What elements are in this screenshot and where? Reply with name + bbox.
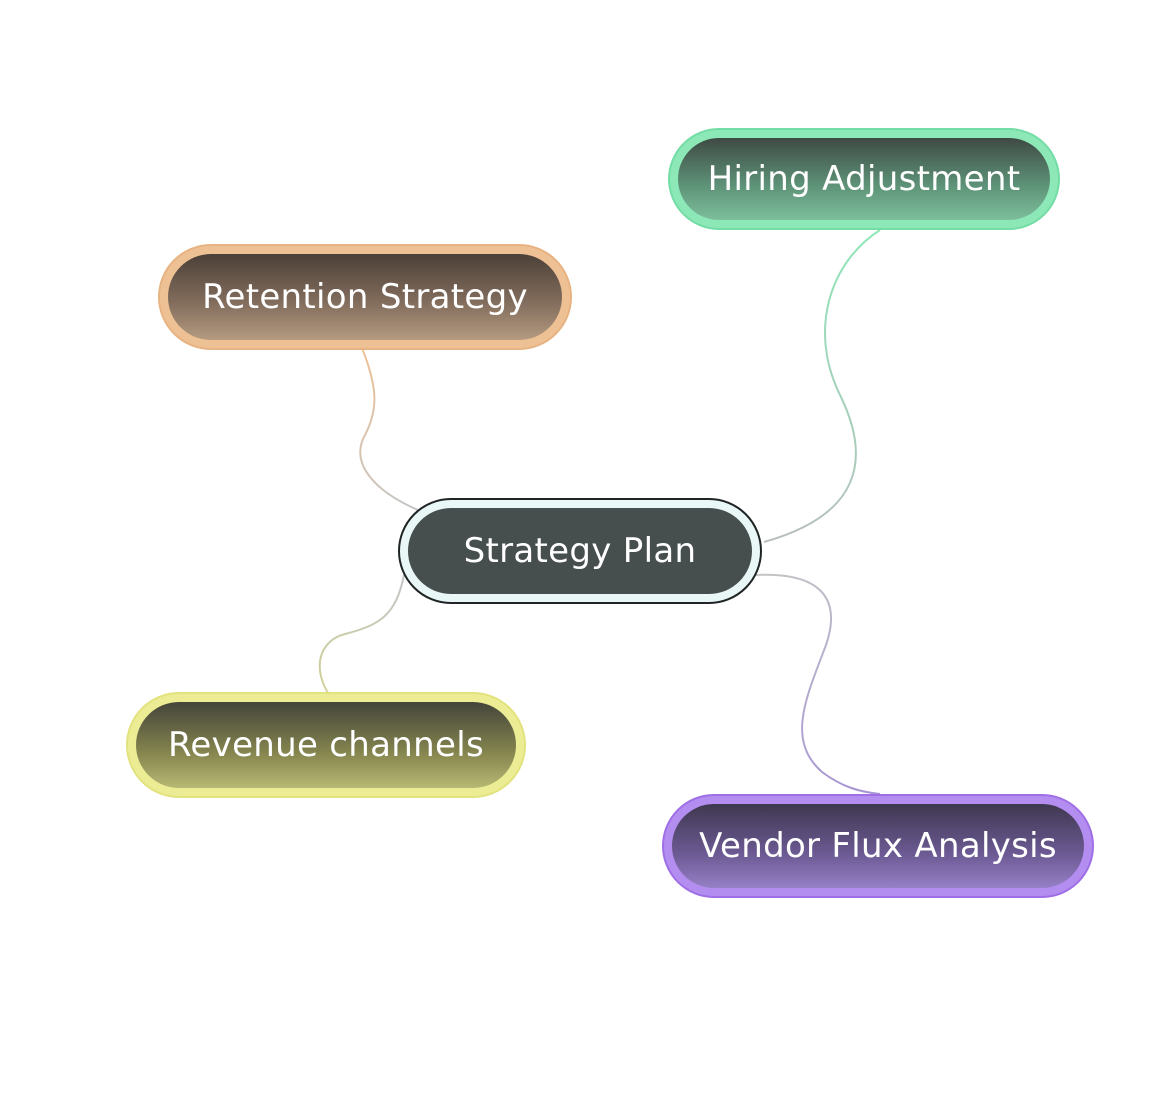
connector-retention bbox=[359, 347, 419, 511]
connector-hiring bbox=[763, 229, 881, 543]
branch-node-label: Hiring Adjustment bbox=[678, 138, 1050, 220]
connector-vendor bbox=[755, 573, 881, 795]
branch-node-hiring-adjustment[interactable]: Hiring Adjustment bbox=[668, 128, 1060, 230]
connector-revenue bbox=[318, 574, 405, 697]
branch-node-revenue-channels[interactable]: Revenue channels bbox=[126, 692, 526, 798]
branch-node-label: Revenue channels bbox=[136, 702, 516, 788]
central-node-label: Strategy Plan bbox=[408, 508, 752, 594]
branch-node-label: Retention Strategy bbox=[168, 254, 562, 340]
branch-node-label: Vendor Flux Analysis bbox=[672, 804, 1084, 888]
branch-node-vendor-flux-analysis[interactable]: Vendor Flux Analysis bbox=[662, 794, 1094, 898]
branch-node-retention-strategy[interactable]: Retention Strategy bbox=[158, 244, 572, 350]
central-node-strategy-plan[interactable]: Strategy Plan bbox=[398, 498, 762, 604]
